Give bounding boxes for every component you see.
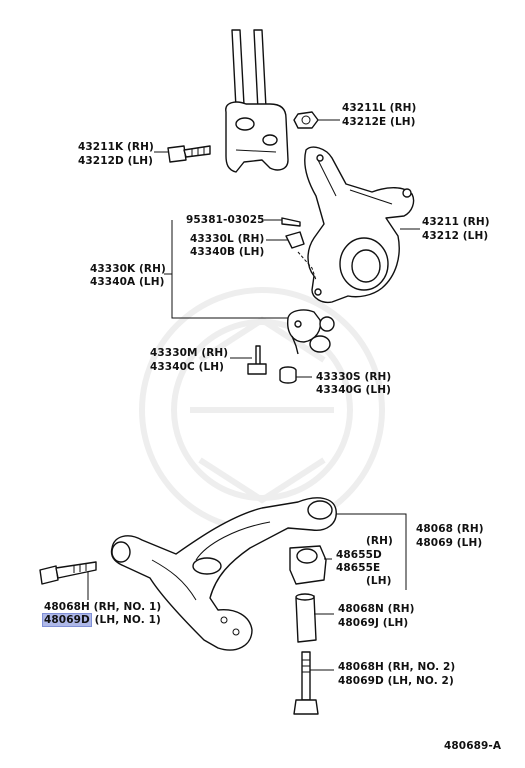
label-48068N: 48068N (RH): [338, 603, 415, 615]
highlighted-part-number[interactable]: 48069D: [42, 613, 92, 627]
label-43330M: 43330M (RH): [150, 347, 229, 359]
label-43211L: 43211L (RH): [342, 102, 417, 114]
label-rh-tag: (RH): [366, 535, 393, 547]
label-lh-tag: (LH): [366, 575, 392, 587]
label-48069: 48069 (LH): [416, 537, 483, 549]
label-43211K: 43211K (RH): [78, 141, 154, 153]
label-43340A: 43340A (LH): [90, 276, 165, 288]
label-48069J: 48069J (LH): [338, 617, 409, 629]
label-43330L: 43330L (RH): [190, 233, 265, 245]
label-48068: 48068 (RH): [416, 523, 484, 535]
cotter-pin-and-nut: [281, 217, 317, 281]
strut-nut: [293, 111, 319, 129]
leader-lines: [87, 119, 420, 671]
label-43211: 43211 (RH): [422, 216, 490, 228]
ball-joint-nut: [279, 366, 297, 384]
label-43212E: 43212E (LH): [342, 116, 416, 128]
label-43212D: 43212D (LH): [78, 155, 154, 167]
label-48068H-no1: 48068H (RH, NO. 1): [44, 601, 162, 613]
lower-ball-joint: [287, 309, 335, 355]
rear-bolt: [293, 651, 319, 715]
label-48655D: 48655D: [336, 549, 382, 561]
label-43340B: 43340B (LH): [190, 246, 265, 258]
watermark-emblem: [139, 287, 385, 533]
figure-code: 480689-A: [444, 740, 502, 752]
label-48069D-no1: 48069D (LH, NO. 1): [42, 613, 161, 627]
label-48068H-no2: 48068H (RH, NO. 2): [338, 661, 456, 673]
label-48655E: 48655E: [336, 562, 381, 574]
label-48069D-no2: 48069D (LH, NO. 2): [338, 675, 454, 687]
ball-joint-bolt: [247, 345, 267, 375]
knuckle-bolt: [167, 145, 211, 163]
label-43330K: 43330K (RH): [90, 263, 166, 275]
label-43212: 43212 (LH): [422, 230, 489, 242]
front-bolt: [39, 561, 97, 585]
label-43330S: 43330S (RH): [316, 371, 392, 383]
label-95381-03025: 95381-03025: [186, 214, 265, 226]
arm-bushing: [289, 545, 327, 585]
collar: [295, 593, 317, 643]
label-48069D-no1-detail: (LH, NO. 1): [94, 614, 161, 626]
label-43340G: 43340G (LH): [316, 384, 391, 396]
lower-control-arm: [110, 497, 337, 651]
label-43340C: 43340C (LH): [150, 361, 225, 373]
steering-knuckle: [304, 146, 415, 304]
strut-assembly: [225, 29, 289, 173]
